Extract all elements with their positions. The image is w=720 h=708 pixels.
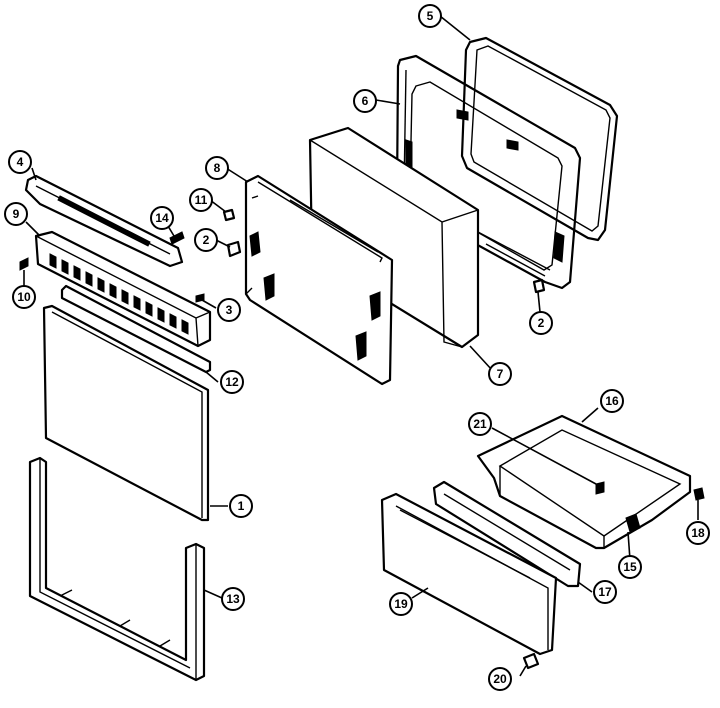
- callout-19-label: 19: [394, 597, 408, 611]
- callout-17: 17: [593, 580, 617, 604]
- callout-1-label: 1: [238, 499, 245, 513]
- callout-2b: 2: [529, 311, 553, 335]
- callout-2b-label: 2: [538, 316, 545, 330]
- callout-5: 5: [418, 4, 442, 28]
- door-frame: [28, 456, 206, 682]
- door-inner-panel: [244, 174, 394, 386]
- glass-seal-strip: [60, 284, 212, 374]
- callout-11-label: 11: [195, 193, 208, 207]
- callout-20: 20: [488, 667, 512, 691]
- callout-19: 19: [389, 592, 413, 616]
- callout-18-label: 18: [691, 526, 705, 540]
- callout-7: 7: [488, 362, 512, 386]
- callout-8: 8: [205, 156, 229, 180]
- leader-lines: [23, 15, 699, 677]
- callout-4-label: 4: [17, 155, 24, 169]
- callout-14-label: 14: [155, 211, 169, 225]
- callout-11: 11: [189, 188, 213, 212]
- callout-16-label: 16: [605, 394, 619, 408]
- vent-slots: [49, 253, 189, 335]
- callout-20-label: 20: [493, 672, 507, 686]
- drawer-slide-rail: [432, 480, 582, 588]
- bumper-11: [222, 208, 236, 222]
- callout-16: 16: [600, 389, 624, 413]
- callout-10-label: 10: [17, 290, 31, 304]
- callout-10: 10: [12, 285, 36, 309]
- callout-18: 18: [686, 521, 710, 545]
- callout-21: 21: [468, 412, 492, 436]
- callout-7-label: 7: [497, 367, 504, 381]
- screw-18: [693, 487, 705, 501]
- screw-10: [19, 257, 29, 271]
- door-gasket: [460, 36, 619, 242]
- callout-6-label: 6: [362, 94, 369, 108]
- callout-13: 13: [221, 587, 245, 611]
- callout-2a-label: 2: [203, 233, 210, 247]
- clip-2a: [226, 240, 242, 258]
- screw-14: [169, 231, 185, 245]
- callout-4: 4: [8, 150, 32, 174]
- vent-trim: [34, 230, 212, 348]
- callout-3-label: 3: [226, 303, 233, 317]
- callout-9-label: 9: [13, 207, 20, 221]
- callout-5-label: 5: [427, 9, 434, 23]
- callout-15-label: 15: [623, 560, 637, 574]
- callout-12: 12: [220, 370, 244, 394]
- callout-6: 6: [353, 89, 377, 113]
- callout-13-label: 13: [226, 592, 240, 606]
- callout-14: 14: [150, 206, 174, 230]
- hardware: [19, 208, 705, 670]
- callout-12-label: 12: [225, 375, 239, 389]
- callout-17-label: 17: [598, 585, 612, 599]
- door-outer-glass: [42, 304, 210, 522]
- callout-1: 1: [229, 494, 253, 518]
- door-handle: [24, 174, 184, 268]
- drawer-front: [380, 492, 558, 656]
- clip-2b: [532, 278, 546, 294]
- callout-2a: 2: [194, 228, 218, 252]
- callout-8-label: 8: [214, 161, 221, 175]
- callout-15: 15: [618, 555, 642, 579]
- screw-21: [595, 481, 605, 495]
- callout-3: 3: [217, 298, 241, 322]
- bumper-20: [522, 652, 540, 670]
- callout-9: 9: [4, 202, 28, 226]
- callout-21-label: 21: [473, 417, 487, 431]
